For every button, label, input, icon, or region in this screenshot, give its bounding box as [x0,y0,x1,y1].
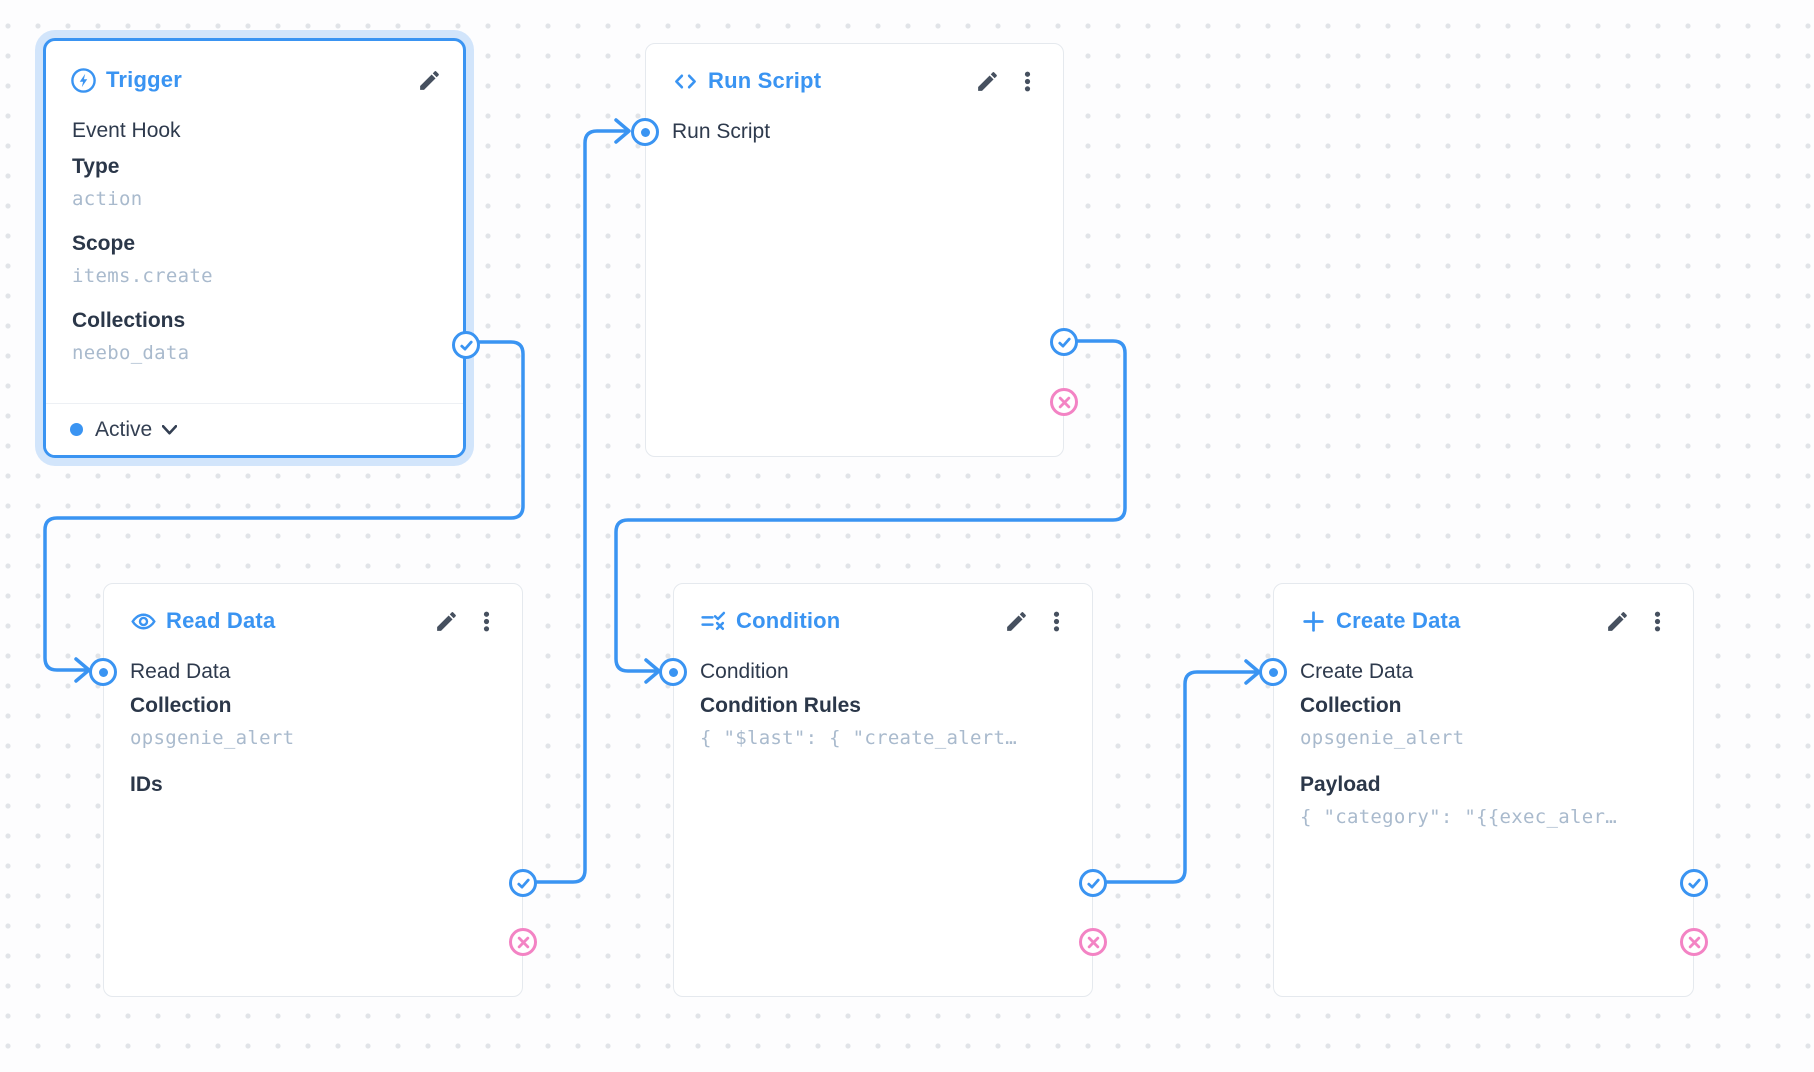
x-icon [1058,396,1070,408]
node-run-script[interactable]: Run Script Run Script [631,43,1078,457]
input-label: Create Data [1300,660,1414,683]
edit-button[interactable] [973,67,1001,95]
x-icon [1087,936,1099,948]
pencil-icon [1607,611,1627,631]
rule-icon [700,608,727,635]
field-label: Scope [72,232,136,255]
reject-port[interactable] [1050,388,1078,416]
input-port[interactable] [631,118,659,146]
field-value: neebo_data [72,342,190,364]
node-title: Create Data [1336,608,1461,633]
kebab-menu-icon [1654,611,1660,631]
plus-icon [1300,608,1327,635]
resolve-port[interactable] [1079,869,1107,897]
x-icon [1688,936,1700,948]
input-port[interactable] [89,658,117,686]
chevron-down-icon [162,424,178,434]
reject-port[interactable] [1079,928,1107,956]
resolve-port[interactable] [1050,328,1078,356]
input-port[interactable] [1259,658,1287,686]
field-label: Collections [72,309,186,332]
field-value: items.create [72,265,213,287]
edit-button[interactable] [1002,607,1030,635]
field-value: action [72,188,143,210]
edit-button[interactable] [1603,607,1631,635]
kebab-menu-icon [1053,611,1059,631]
wire-read-data-to-run-script [535,129,628,884]
field-label: Collection [130,694,232,717]
reject-port[interactable] [1680,928,1708,956]
resolve-port[interactable] [1680,869,1708,897]
resolve-port[interactable] [509,869,537,897]
pencil-icon [436,611,456,631]
node-title: Trigger [106,67,182,92]
check-icon [516,878,530,889]
field-label: Condition Rules [700,694,861,717]
field-value: opsgenie_alert [1300,727,1465,749]
node-read-data[interactable]: Read Data Read Data Collection opsgenie_… [89,583,537,997]
check-icon [1086,878,1100,889]
more-options-button[interactable] [472,607,500,635]
check-icon [1687,878,1701,889]
field-value: { "category": "{{exec_aler… [1300,806,1617,828]
bolt-circle-icon [70,67,97,94]
resolve-port[interactable] [452,331,480,359]
input-label: Run Script [672,120,771,143]
more-options-button[interactable] [1643,607,1671,635]
field-label: Type [72,155,120,178]
field-label: Payload [1300,773,1381,796]
pencil-icon [1006,611,1026,631]
node-condition[interactable]: Condition Condition Condition Rules { "$… [659,583,1107,997]
check-icon [459,340,473,351]
code-icon [672,68,699,95]
more-options-button[interactable] [1042,607,1070,635]
reject-port[interactable] [509,928,537,956]
eye-icon [130,608,157,635]
arrowhead-icon [644,658,661,684]
kebab-menu-icon [1024,71,1030,91]
input-port[interactable] [659,658,687,686]
field-value: opsgenie_alert [130,727,295,749]
pencil-icon [977,71,997,91]
status-dropdown[interactable]: Active [46,403,463,455]
input-label: Condition [700,660,789,683]
input-label: Read Data [130,660,231,683]
x-icon [517,936,529,948]
edit-button[interactable] [432,607,460,635]
arrowhead-icon [1244,659,1261,685]
kebab-menu-icon [483,611,489,631]
status-indicator-dot [70,423,83,436]
wire-condition-to-create-data [1105,670,1258,884]
field-label: Collection [1300,694,1402,717]
status-label: Active [95,417,153,441]
trigger-event-type: Event Hook [72,119,181,142]
arrowhead-icon [614,118,631,144]
node-create-data[interactable]: Create Data Create Data Collection opsge… [1259,583,1708,997]
pencil-icon [419,70,439,90]
node-title: Read Data [166,608,276,633]
more-options-button[interactable] [1013,67,1041,95]
field-label: IDs [130,773,163,796]
check-icon [1057,337,1071,348]
node-title: Run Script [708,68,822,93]
edit-button[interactable] [415,66,443,94]
field-value: { "$last": { "create_alert… [700,727,1017,749]
arrowhead-icon [74,657,91,683]
node-title: Condition [736,608,841,633]
node-trigger[interactable]: Trigger Event Hook Type action Scope ite… [43,38,480,458]
